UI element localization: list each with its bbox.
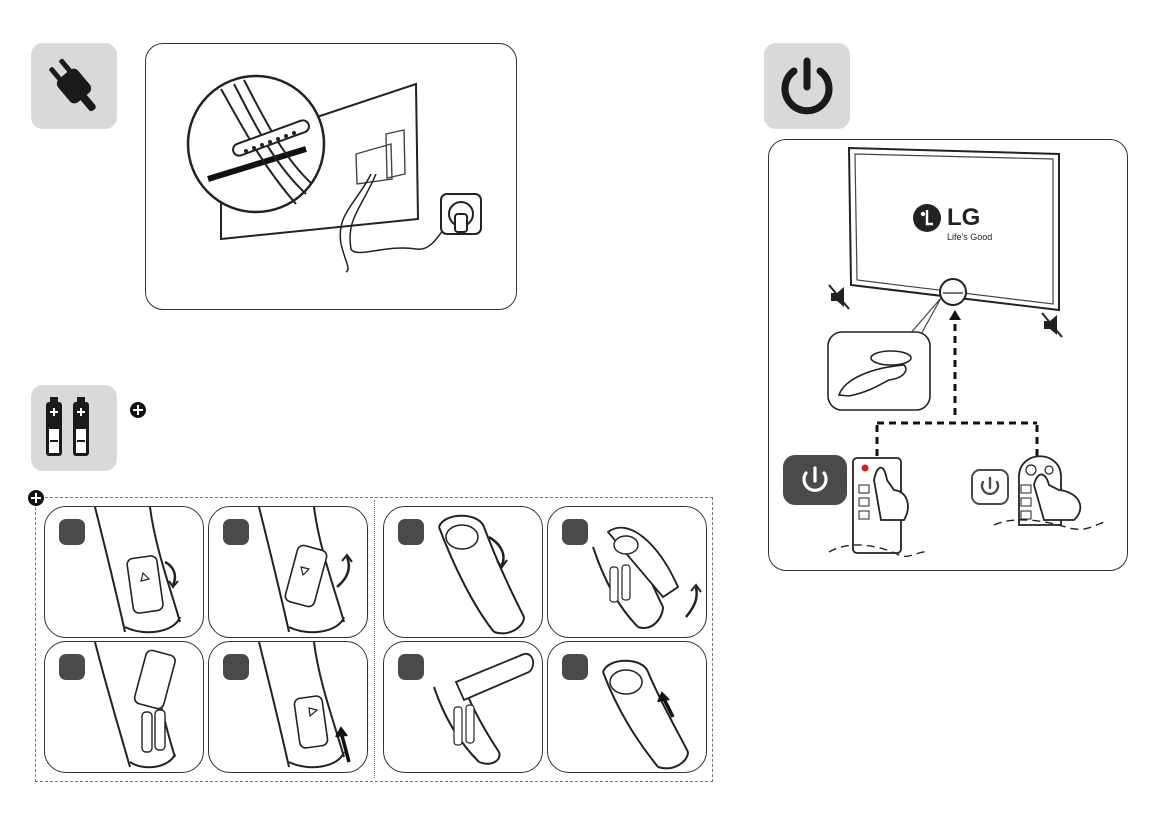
- step-number-badge: [59, 654, 85, 680]
- battery-step-a1: [44, 506, 204, 638]
- brand-tagline: Life's Good: [947, 232, 992, 242]
- battery-step-a3: [44, 641, 204, 773]
- step-number-badge: [223, 654, 249, 680]
- plus-icon: [28, 490, 44, 506]
- batteries-tile: [31, 385, 117, 471]
- batteries-icon: [31, 385, 117, 471]
- battery-step-a2: [208, 506, 368, 638]
- step-number-badge: [398, 519, 424, 545]
- plus-icon: [130, 402, 146, 418]
- step-number-badge: [562, 654, 588, 680]
- tv-cable-illustration: [146, 44, 516, 309]
- battery-step-b2: [547, 506, 707, 638]
- step-number-badge: [562, 519, 588, 545]
- step-number-badge: [59, 519, 85, 545]
- step-number-badge: [398, 654, 424, 680]
- battery-step-a4: [208, 641, 368, 773]
- battery-step-b1: [383, 506, 543, 638]
- step-number-badge: [223, 519, 249, 545]
- battery-step-b4: [547, 641, 707, 773]
- brand-logo: LG: [947, 204, 980, 232]
- group-divider: [374, 500, 375, 778]
- speaker-mute-icon: [1042, 313, 1062, 337]
- tv-cable-illustration-frame: [145, 43, 517, 310]
- power-tile: [764, 43, 850, 129]
- speaker-mute-icon: [829, 285, 849, 309]
- battery-step-b3: [383, 641, 543, 773]
- power-plug-tile: [31, 43, 117, 129]
- power-plug-icon: [31, 43, 117, 129]
- power-icon: [764, 43, 850, 129]
- tv-power-frame: LG Life's Good: [768, 139, 1128, 571]
